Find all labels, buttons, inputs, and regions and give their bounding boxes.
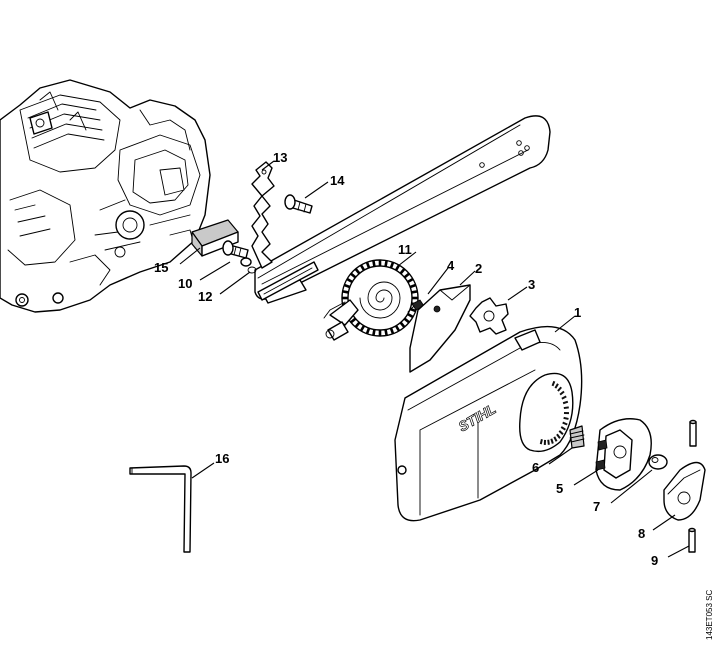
- chain-tensioner-plate: [257, 261, 319, 301]
- bar-plate-block: [191, 219, 239, 257]
- callout-4: 4: [447, 258, 455, 273]
- guide-plate: [409, 284, 471, 373]
- tensioner-screw: [222, 240, 257, 274]
- callout-3: 3: [528, 277, 535, 292]
- callout-6: 6: [532, 460, 539, 475]
- callout-1: 1: [574, 305, 581, 320]
- callout-11: 11: [398, 242, 412, 257]
- retaining-pin: [688, 419, 697, 553]
- pin: [648, 454, 668, 470]
- callout-numbers: 1 2 3 4 5 6 7 8 9 10 11 12 13 14 15 16: [154, 150, 658, 568]
- callout-8: 8: [638, 526, 645, 541]
- screw: [284, 194, 313, 214]
- callout-2: 2: [475, 261, 482, 276]
- callout-10: 10: [178, 276, 192, 291]
- callout-14: 14: [330, 173, 345, 188]
- hex-key: [129, 465, 192, 553]
- adjuster-gear: [323, 259, 419, 341]
- retainer-lever: [663, 461, 706, 521]
- callout-12: 12: [198, 289, 212, 304]
- spring: [569, 425, 585, 449]
- leader-lines: [179, 160, 690, 558]
- callout-16: 16: [215, 451, 229, 466]
- guide-bar: [254, 115, 551, 304]
- tensioner-clip: [251, 161, 275, 269]
- collar-nut: [469, 297, 509, 335]
- adjuster-plate: [595, 418, 652, 491]
- callout-9: 9: [651, 553, 658, 568]
- callout-7: 7: [593, 499, 600, 514]
- engine-housing: [0, 79, 211, 313]
- callout-5: 5: [556, 481, 563, 496]
- sprocket-cover: STIHL: [394, 325, 583, 522]
- callout-15: 15: [154, 260, 168, 275]
- callout-13: 13: [273, 150, 287, 165]
- drawing-code: 143ET053 SC: [705, 590, 714, 640]
